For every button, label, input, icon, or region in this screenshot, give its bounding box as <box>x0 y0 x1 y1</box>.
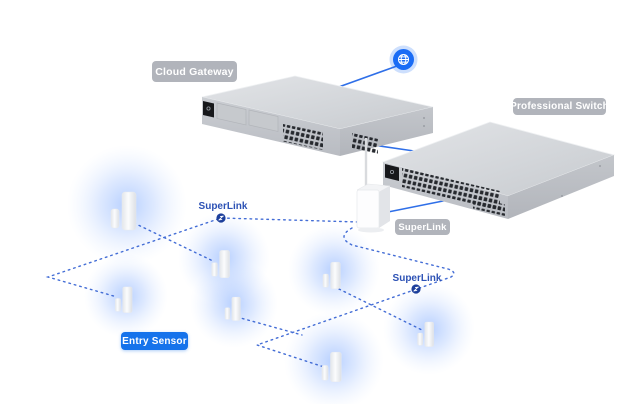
link-hub-relay2-sensor <box>254 227 455 368</box>
switch-sfp-ports <box>473 197 505 216</box>
link-sensor4-mesh <box>236 316 303 336</box>
professional-switch-label: Professional Switch <box>510 98 609 115</box>
gateway-ethernet-ports <box>283 124 323 150</box>
gateway-display <box>203 101 214 118</box>
superlink-relay-icon-1 <box>216 213 226 223</box>
superlink-relay-1-label: SuperLink <box>198 201 248 212</box>
superlink-relay-2-label: SuperLink <box>392 273 442 284</box>
link-sensor1-sensor2 <box>133 222 214 262</box>
professional-switch-device <box>381 121 616 219</box>
link-sensor5-sensor7 <box>338 288 425 332</box>
entry-sensor-label-text: Entry Sensor <box>122 335 187 347</box>
superlink-hub-label: SuperLink <box>395 219 450 235</box>
internet-globe-icon <box>393 49 414 70</box>
cloud-gateway-label-text: Cloud Gateway <box>155 65 234 78</box>
wireless-dotted-links <box>45 217 455 368</box>
link-hub-relay1-sensor <box>45 217 359 298</box>
entry-sensor-label: Entry Sensor <box>121 332 188 350</box>
superlink-relay-icon-2 <box>411 284 421 294</box>
cloud-gateway-label: Cloud Gateway <box>152 61 237 82</box>
superlink-hub-device <box>356 138 391 233</box>
cloud-gateway-device <box>201 75 434 156</box>
switch-display <box>385 164 399 181</box>
superlink-relays <box>216 213 421 294</box>
professional-switch-label-text: Professional Switch <box>510 101 609 112</box>
superlink-hub-label-text: SuperLink <box>398 221 447 233</box>
